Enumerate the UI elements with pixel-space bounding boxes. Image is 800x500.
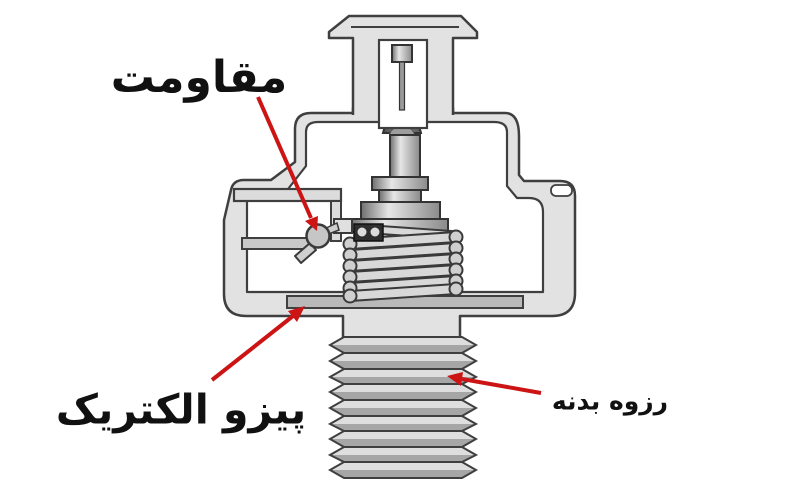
connector-pin-stem xyxy=(398,61,406,111)
contact-block xyxy=(353,223,384,242)
arrow-piezoelectric xyxy=(210,306,305,382)
terminal-plate xyxy=(232,187,343,203)
arrow-body-thread xyxy=(447,372,542,395)
shaft-body xyxy=(389,134,421,179)
annotation-arrows xyxy=(210,96,542,395)
label-body-thread: رزوه بدنه xyxy=(551,386,669,416)
block-hole xyxy=(357,227,367,237)
shaft-collar-1 xyxy=(371,176,429,191)
terminal-wire-bar xyxy=(241,237,314,250)
shaft-disc-upper xyxy=(360,201,441,220)
thread-ridge xyxy=(327,383,479,401)
connector-cap xyxy=(327,14,479,130)
label-piezoelectric: پیزو الکتریک xyxy=(55,385,307,434)
crimp-slot xyxy=(550,184,573,197)
thread-ridge xyxy=(327,446,479,463)
threaded-stud xyxy=(327,336,479,479)
resistor-component xyxy=(294,218,353,264)
arrow-resistor xyxy=(256,96,318,231)
thread-ridge xyxy=(327,336,479,354)
thread-ridge xyxy=(327,430,479,448)
connector-pin-head xyxy=(391,44,413,63)
label-resistor: مقاومت xyxy=(110,52,288,103)
block-hole xyxy=(370,227,380,237)
thread-ridge xyxy=(327,399,479,417)
resistor-bead xyxy=(305,223,331,249)
thread-ridge xyxy=(327,352,479,370)
thread-ridge xyxy=(327,415,479,432)
coil-spring xyxy=(342,224,464,304)
shaft-collar-2 xyxy=(378,189,422,203)
thread-ridge xyxy=(327,461,479,479)
